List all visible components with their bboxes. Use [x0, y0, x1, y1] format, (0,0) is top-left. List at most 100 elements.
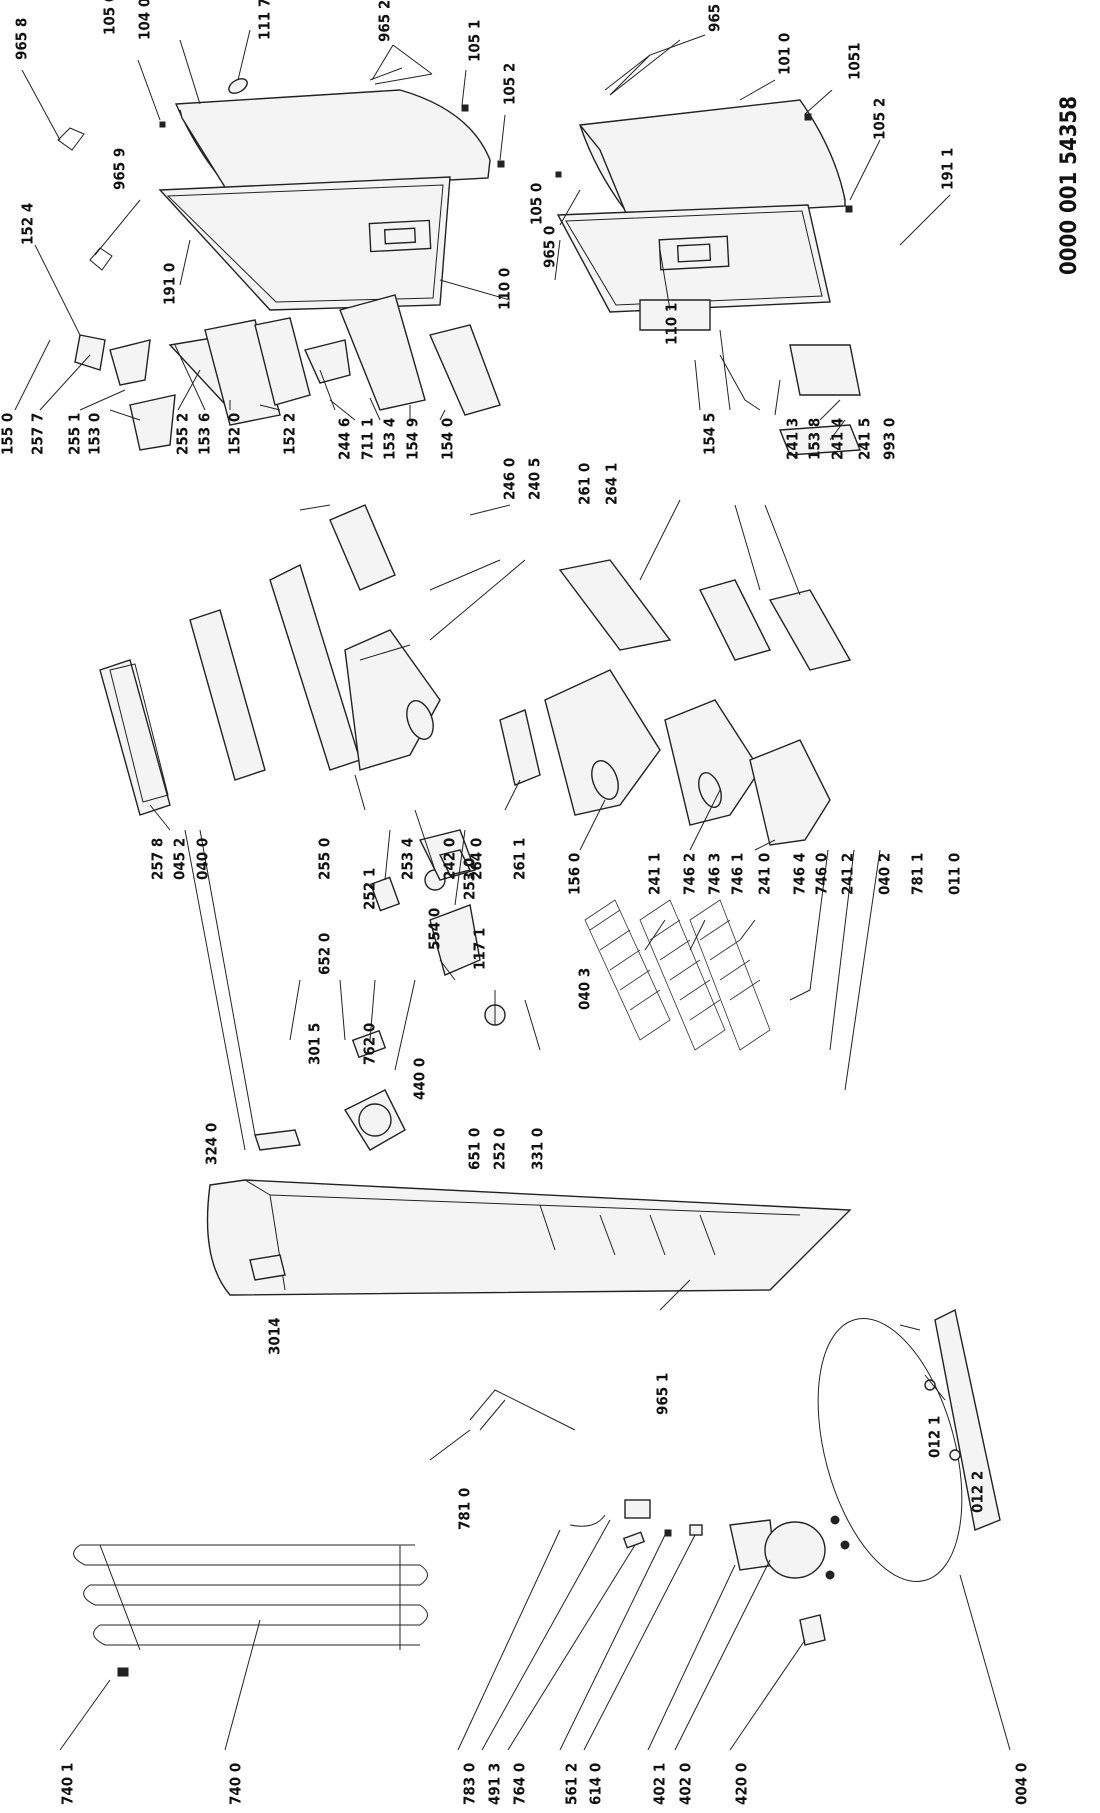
part-label: 101 0 — [775, 32, 794, 75]
part-label: 117 1 — [470, 927, 489, 970]
part-label: 746 4 — [790, 852, 809, 895]
compressor-illustration — [569, 1499, 850, 1646]
glass-shelves-illustration — [99, 504, 852, 816]
document-number: 0000 001 54358 — [1057, 95, 1082, 275]
part-label: 257 8 — [148, 837, 167, 880]
part-label: 241 1 — [645, 852, 664, 895]
part-label: 111 7 — [255, 0, 274, 40]
door-shelves-illustration — [74, 294, 862, 456]
evaporator-racks-illustration — [584, 899, 771, 1051]
part-label: 110 1 — [662, 302, 681, 345]
part-label: 152 0 — [225, 412, 244, 455]
part-label: 155 0 — [0, 412, 17, 455]
part-label: 1051 — [845, 42, 864, 80]
part-label: 004 0 — [1012, 1762, 1031, 1805]
part-label: 711 1 — [358, 417, 377, 460]
part-label: 740 1 — [58, 1762, 77, 1805]
part-label: 242 0 — [440, 837, 459, 880]
part-label: 651 0 — [465, 1127, 484, 1170]
part-label: 261 1 — [510, 837, 529, 880]
part-label: 420 0 — [732, 1762, 751, 1805]
part-label: 740 0 — [226, 1762, 245, 1805]
part-label: 781 1 — [908, 852, 927, 895]
part-label: 255 0 — [315, 837, 334, 880]
part-label: 331 0 — [528, 1127, 547, 1170]
part-label: 105 0 — [527, 182, 546, 225]
part-label: 105 1 — [465, 19, 484, 62]
part-label: 402 0 — [676, 1762, 695, 1805]
part-label: 257 7 — [28, 412, 47, 455]
part-label: 762 0 — [360, 1022, 379, 1065]
drawers-illustration — [344, 629, 831, 846]
part-label: 783 0 — [460, 1762, 479, 1805]
part-label: 040 3 — [575, 967, 594, 1010]
part-label: 156 0 — [565, 852, 584, 895]
part-label: 965 1 — [653, 1372, 672, 1415]
part-label: 244 6 — [335, 417, 354, 460]
part-label: 105 0 — [100, 0, 119, 35]
fridge-door-illustration — [555, 39, 853, 313]
part-label: 153 4 — [380, 417, 399, 460]
part-label: 240 5 — [525, 457, 544, 500]
part-label: 261 0 — [575, 462, 594, 505]
part-label: 152 2 — [280, 412, 299, 455]
part-label: 153 0 — [85, 412, 104, 455]
part-label: 614 0 — [586, 1762, 605, 1805]
part-label: 746 0 — [812, 852, 831, 895]
part-label: 264 1 — [602, 462, 621, 505]
part-label: 012 1 — [925, 1415, 944, 1458]
part-label: 110 0 — [495, 267, 514, 310]
part-label: 105 2 — [870, 97, 889, 140]
part-label: 965 0 — [540, 225, 559, 268]
rear-panel-detail-illustration — [817, 1308, 1001, 1582]
part-label: 253 4 — [398, 837, 417, 880]
part-label: 965 8 — [12, 17, 31, 60]
cabinet-illustration — [206, 1129, 852, 1431]
part-label: 965 9 — [110, 147, 129, 190]
part-label: 965 2 — [375, 0, 394, 42]
part-label: 965 2 — [705, 0, 724, 32]
part-label: 246 0 — [500, 457, 519, 500]
freezer-door-illustration — [57, 67, 505, 311]
part-label: 652 0 — [315, 932, 334, 975]
part-label: 264 0 — [467, 837, 486, 880]
part-label: 153 6 — [195, 412, 214, 455]
part-label: 241 3 — [783, 417, 802, 460]
part-label: 040 2 — [875, 852, 894, 895]
part-label: 011 0 — [945, 852, 964, 895]
part-label: 746 3 — [705, 852, 724, 895]
part-label: 241 2 — [838, 852, 857, 895]
part-label: 241 4 — [828, 417, 847, 460]
part-label: 040 0 — [193, 837, 212, 880]
part-label: 105 2 — [500, 62, 519, 105]
part-label: 491 3 — [485, 1762, 504, 1805]
part-label: 764 0 — [510, 1762, 529, 1805]
part-label: 324 0 — [202, 1122, 221, 1165]
part-label: 153 8 — [805, 417, 824, 460]
part-label: 104 0 — [135, 0, 154, 40]
part-label: 554 0 — [425, 907, 444, 950]
part-label: 152 4 — [18, 202, 37, 245]
part-label: 746 2 — [680, 852, 699, 895]
part-label: 252 1 — [360, 867, 379, 910]
leader-lines — [14, 29, 1011, 1751]
part-label: 301 5 — [305, 1022, 324, 1065]
part-label: 255 1 — [65, 412, 84, 455]
part-label: 154 0 — [438, 417, 457, 460]
part-label: 402 1 — [650, 1762, 669, 1805]
part-label: 993 0 — [880, 417, 899, 460]
part-label: 440 0 — [410, 1057, 429, 1100]
part-label: 781 0 — [455, 1487, 474, 1530]
part-label: 241 0 — [755, 852, 774, 895]
part-label: 045 2 — [170, 837, 189, 880]
part-label: 255 2 — [173, 412, 192, 455]
part-label: 191 0 — [160, 262, 179, 305]
part-label: 561 2 — [562, 1762, 581, 1805]
part-label: 154 5 — [700, 412, 719, 455]
part-label: 241 5 — [855, 417, 874, 460]
part-label: 252 0 — [490, 1127, 509, 1170]
part-label: 012 2 — [968, 1470, 987, 1513]
part-label: 3014 — [265, 1317, 284, 1355]
